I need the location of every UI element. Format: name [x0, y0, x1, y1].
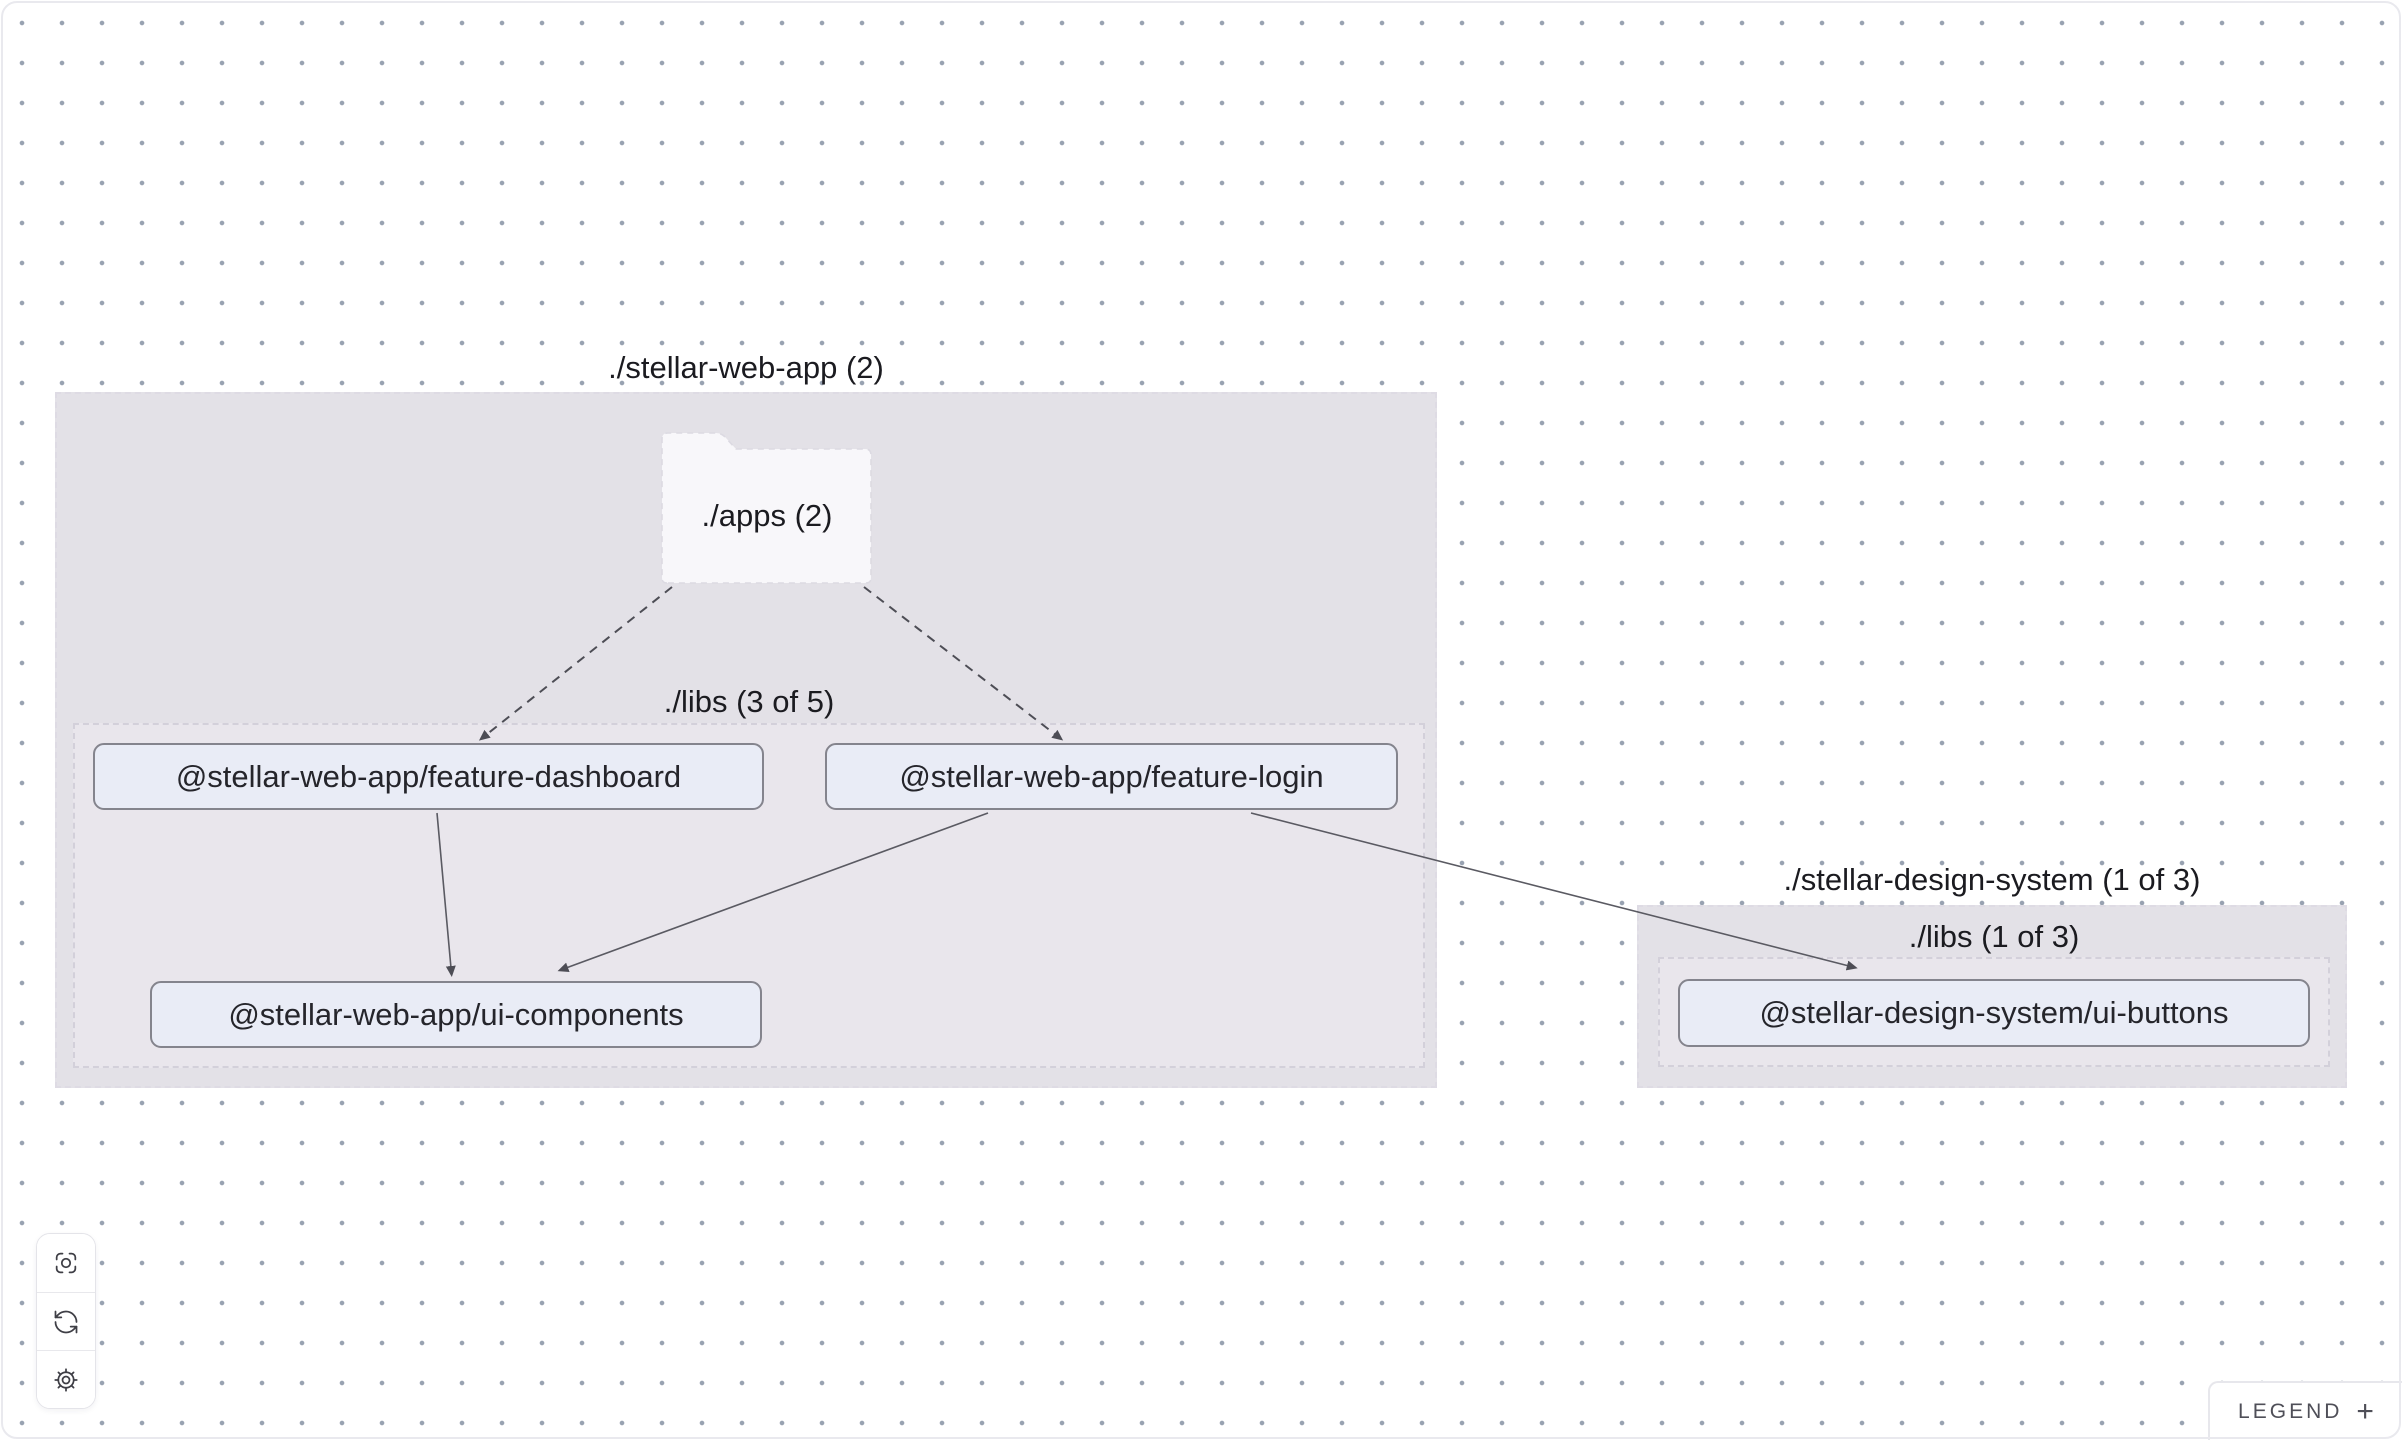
refresh-icon	[54, 1310, 78, 1333]
plus-icon: +	[2356, 1394, 2374, 1428]
folder-apps-label: ./apps (2)	[701, 498, 833, 533]
edge-feature-dashboard-to-ui-components[interactable]	[436, 812, 456, 977]
group-label-stellar-web-app: ./stellar-web-app (2)	[608, 350, 884, 385]
node-feature-dashboard[interactable]: @stellar-web-app/feature-dashboard	[93, 743, 764, 810]
focus-target-icon	[55, 1252, 77, 1274]
edge-apps-to-feature-login[interactable]	[863, 586, 1064, 741]
group-label-webapp-libs: ./libs (3 of 5)	[663, 684, 835, 719]
edge-apps-to-feature-dashboard[interactable]	[478, 586, 673, 741]
gear-icon	[54, 1367, 78, 1392]
center-graph-button[interactable]	[37, 1234, 95, 1292]
node-ui-components[interactable]: @stellar-web-app/ui-components	[150, 981, 762, 1048]
settings-button[interactable]	[37, 1350, 95, 1408]
edge-feature-login-to-ui-components[interactable]	[557, 812, 989, 973]
edge-feature-login-to-ui-buttons[interactable]	[1250, 812, 1858, 971]
group-label-stellar-design-system: ./stellar-design-system (1 of 3)	[1783, 862, 2201, 897]
graph-toolbar	[36, 1233, 96, 1409]
legend-label: LEGEND	[2238, 1399, 2343, 1423]
group-label-design-system-libs: ./libs (1 of 3)	[1908, 919, 2080, 954]
node-feature-login[interactable]: @stellar-web-app/feature-login	[825, 743, 1398, 810]
folder-apps[interactable]	[660, 430, 874, 586]
refresh-graph-button[interactable]	[37, 1292, 95, 1350]
legend-toggle-button[interactable]: LEGEND +	[2208, 1381, 2402, 1440]
node-ui-buttons[interactable]: @stellar-design-system/ui-buttons	[1678, 979, 2310, 1047]
